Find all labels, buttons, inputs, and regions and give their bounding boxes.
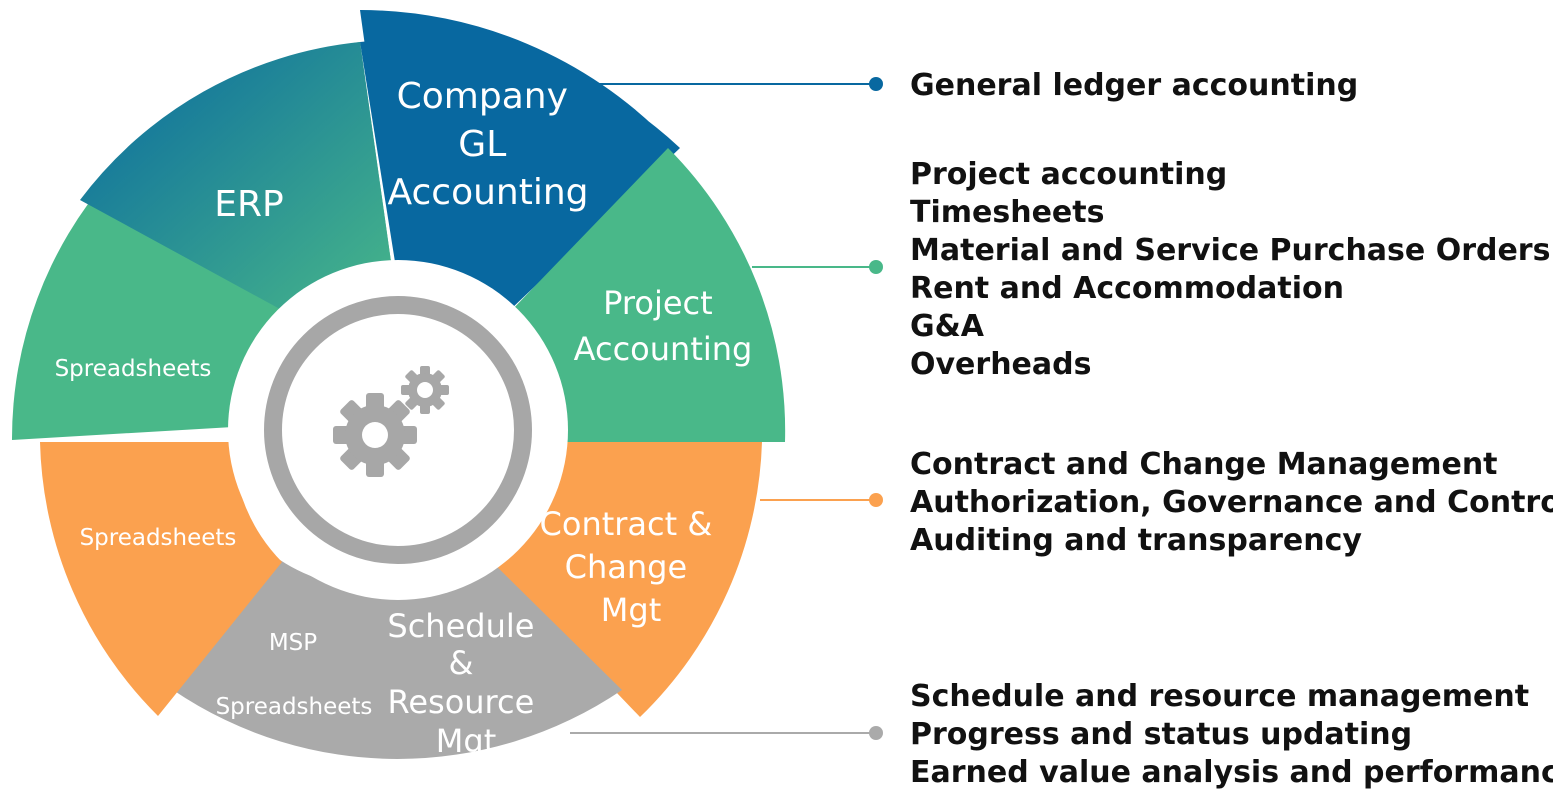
erp-label: ERP	[214, 184, 283, 225]
connector-blue-dot	[869, 77, 883, 91]
center-ring	[264, 296, 532, 564]
list-item: Auditing and transparency	[910, 523, 1362, 558]
spreadsheets-orange-label: Spreadsheets	[80, 525, 237, 551]
segment-schedule-resource	[173, 550, 622, 759]
schedule-resource-label: Schedule & Resource Mgt	[387, 607, 544, 760]
list-blue: General ledger accounting	[910, 68, 1358, 103]
company-gl-label: Company GL Accounting	[387, 76, 588, 213]
segment-project-accounting	[510, 148, 786, 442]
list-item: Schedule and resource management	[910, 679, 1529, 714]
list-gray: Schedule and resource management Progres…	[910, 679, 1553, 789]
list-item: Progress and status updating	[910, 717, 1412, 752]
list-item: Timesheets	[910, 195, 1104, 230]
list-item: Earned value analysis and performance	[910, 755, 1553, 789]
list-item: Overheads	[910, 347, 1091, 382]
spreadsheets-green-label: Spreadsheets	[55, 356, 212, 382]
spreadsheets-gray-label: Spreadsheets	[216, 694, 373, 720]
list-item: Contract and Change Management	[910, 447, 1498, 482]
connector-gray-dot	[869, 726, 883, 740]
list-item: Material and Service Purchase Orders	[910, 233, 1550, 268]
list-item: Project accounting	[910, 157, 1227, 192]
list-item: Rent and Accommodation	[910, 271, 1344, 306]
msp-label: MSP	[269, 630, 317, 656]
wheel	[11, 10, 786, 759]
connectors	[570, 77, 883, 740]
list-item: General ledger accounting	[910, 68, 1358, 103]
connector-green-dot	[869, 260, 883, 274]
list-item: G&A	[910, 309, 985, 344]
connector-orange-dot	[869, 493, 883, 507]
list-item: Authorization, Governance and Control	[910, 485, 1553, 520]
segment-contract-change	[480, 442, 762, 717]
list-green: Project accounting Timesheets Material a…	[910, 157, 1553, 382]
contract-change-label: Contract & Change Mgt	[540, 505, 723, 629]
gears-icon	[333, 366, 449, 477]
project-accounting-label: Project Accounting	[574, 284, 753, 368]
segment-erp	[80, 42, 395, 320]
list-orange: Contract and Change Management Authoriza…	[910, 447, 1553, 558]
segment-spreadsheets-orange	[40, 442, 282, 716]
